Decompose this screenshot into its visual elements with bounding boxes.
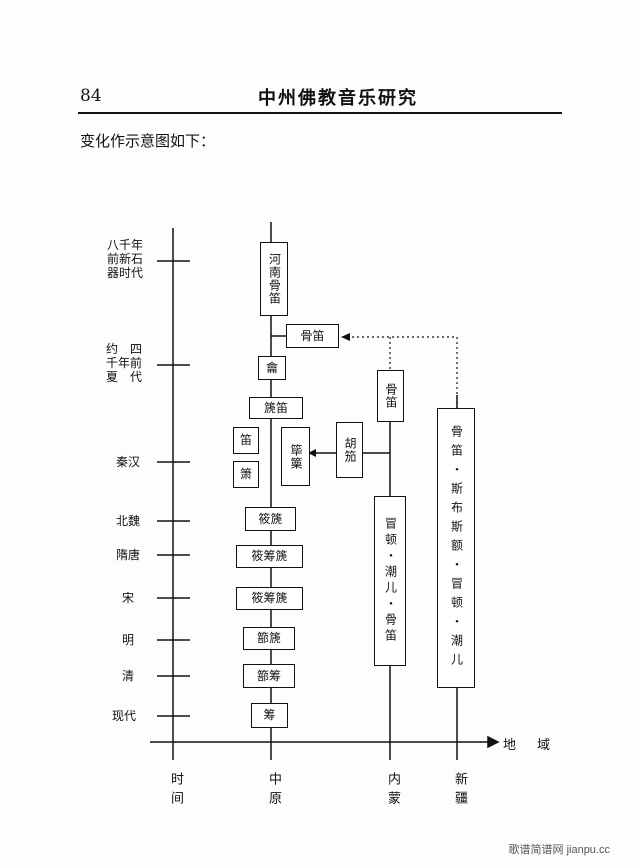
page-number: 84 [80, 86, 102, 106]
box-henan-gudi: 河南骨笛 [260, 242, 288, 316]
time-label-qing: 清 [122, 669, 135, 683]
box-chuchou-label: 篰筹 [256, 668, 281, 683]
box-gudi-branch-label: 骨笛 [300, 328, 325, 343]
column-label-xinjiang: 新疆 [452, 772, 467, 810]
box-nm-gudi: 骨笛 [377, 370, 404, 422]
box-nm-gudi-label: 骨笛 [384, 383, 398, 409]
box-di: 笛 [233, 427, 259, 454]
box-chuchu-label: 篰篪 [256, 631, 281, 645]
box-qichouchu-tang: 筱筹篪 [236, 545, 303, 568]
box-chou: 筹 [251, 703, 288, 728]
time-label-qinhan: 秦汉 [116, 455, 141, 469]
box-gudi-branch: 骨笛 [286, 324, 339, 348]
box-nm-list: 冒顿・潮儿・骨笛 [374, 496, 406, 666]
intro-text: 变化作示意图如下： [80, 132, 216, 150]
box-chou-label: 筹 [263, 708, 276, 722]
box-henan-gudi-label: 河南骨笛 [267, 253, 282, 305]
time-label-neolithic: 八千年 前新石 器时代 [107, 238, 144, 280]
time-label-suitang: 隋唐 [116, 548, 141, 562]
time-label-ming: 明 [122, 633, 135, 647]
box-bili-label: 筚篥 [289, 443, 303, 470]
box-xiao-label: 箫 [239, 467, 252, 481]
box-hujia: 胡笳 [336, 422, 363, 478]
box-nm-list-label: 冒顿・潮儿・骨笛 [383, 517, 398, 645]
time-label-modern: 现代 [112, 709, 137, 723]
column-label-time: 时间 [168, 772, 183, 810]
box-yue: 龠 [258, 356, 286, 380]
watermark: 歌谱简谱网 jianpu.cc [508, 844, 610, 856]
box-di-label: 笛 [239, 433, 252, 447]
box-qichu: 筱篪 [245, 507, 296, 531]
box-chuchou: 篰筹 [243, 664, 295, 688]
time-label-xia: 约 四 千年前 夏 代 [106, 342, 143, 384]
column-label-central-plains: 中原 [266, 772, 281, 810]
box-qichouchu-tang-label: 筱筹篪 [251, 549, 288, 563]
box-xj-list-label: 骨笛・斯布斯额・冒顿・潮儿 [449, 424, 464, 672]
time-label-song: 宋 [122, 591, 135, 605]
box-qichu-label: 筱篪 [258, 511, 283, 526]
box-hujia-label: 胡笳 [343, 437, 357, 463]
region-axis-name: 地 域 [503, 738, 555, 753]
box-qichouchu-song: 筱筹篪 [236, 587, 303, 610]
box-chidi: 篪笛 [249, 397, 303, 419]
box-yue-label: 龠 [265, 360, 278, 375]
box-bili: 筚篥 [281, 427, 310, 486]
header-title: 中州佛教音乐研究 [258, 88, 418, 109]
box-chuchu: 篰篪 [243, 627, 295, 650]
box-qichouchu-song-label: 筱筹篪 [251, 591, 288, 605]
box-xiao: 箫 [233, 461, 259, 488]
time-label-beiwei: 北魏 [116, 514, 141, 528]
column-label-inner-mongolia: 内蒙 [385, 772, 400, 810]
box-xj-list: 骨笛・斯布斯额・冒顿・潮儿 [437, 408, 475, 688]
header-rule [78, 112, 562, 114]
box-chidi-label: 篪笛 [263, 400, 288, 415]
